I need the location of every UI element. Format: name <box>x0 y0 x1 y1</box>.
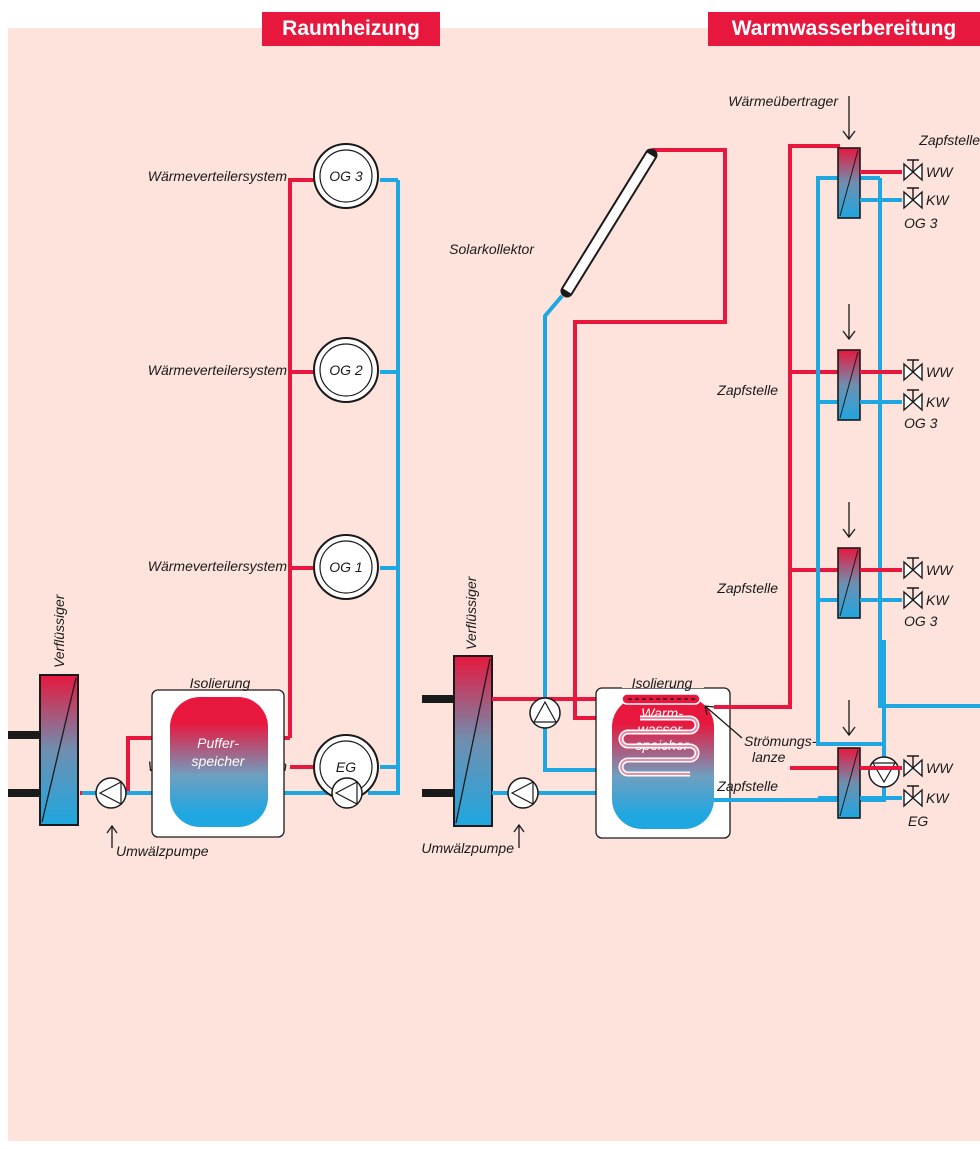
pump-left-return <box>331 777 363 809</box>
hx-og3-top <box>837 147 861 219</box>
header-hot-water: Warmwasserbereitung <box>708 12 980 46</box>
ww-label: WW <box>926 562 954 578</box>
distribution-label: Wärmeverteilersystem <box>148 168 288 184</box>
kw-label: KW <box>926 394 950 410</box>
hx-og3-b <box>837 349 861 421</box>
hx-eg <box>837 747 861 819</box>
kw-label: KW <box>926 192 950 208</box>
floor-label: OG 1 <box>329 559 362 575</box>
ww-label: WW <box>926 760 954 776</box>
condenser-right: Verflüssiger <box>422 575 493 827</box>
buffer-tank: Isolierung Puffer- speicher <box>151 668 285 838</box>
condenser-label: Verflüssiger <box>51 593 67 668</box>
tap-label: Zapfstelle <box>716 778 778 794</box>
distribution-label: Wärmeverteilersystem <box>148 558 288 574</box>
solar-supply-pipe <box>573 148 727 720</box>
hx-og3-c <box>837 547 861 619</box>
pump-label: Umwälzpumpe <box>421 840 514 856</box>
tap-floor-label: OG 3 <box>904 613 938 629</box>
insulation-label: Isolierung <box>190 675 251 691</box>
valve-set-4 <box>903 755 923 808</box>
radiator-og2: OG 2 <box>313 337 379 403</box>
supply-riser <box>288 178 316 738</box>
valve-set-3 <box>903 557 923 610</box>
tap-floor-label: OG 3 <box>904 215 938 231</box>
radiator-og1: OG 1 <box>313 534 379 600</box>
condenser-left: Verflüssiger <box>8 593 79 826</box>
ww-label: WW <box>926 164 954 180</box>
solar-return-pipe <box>543 294 606 772</box>
header-space-heating: Raumheizung <box>262 12 440 46</box>
background-panel <box>8 28 980 1141</box>
solar-collector-label: Solarkollektor <box>449 241 535 257</box>
valve-set-1 <box>903 159 923 210</box>
radiator-og3: OG 3 <box>313 143 379 209</box>
heat-exchanger-label: Wärmeübertrager <box>728 93 839 109</box>
tank-label: wasser- <box>638 721 687 737</box>
pump-solar <box>529 697 561 729</box>
floor-label: OG 2 <box>329 362 363 378</box>
kw-label: KW <box>926 790 950 806</box>
tap-floor-label: OG 3 <box>904 415 938 431</box>
flow-lance-label: Strömungs- <box>744 733 817 749</box>
tap-floor-label: EG <box>908 813 928 829</box>
tap-label: Zapfstelle <box>716 382 778 398</box>
flow-lance-label: lanze <box>752 749 786 765</box>
hot-water-section: Solarkollektor Verflüssiger Umwälzpumpe <box>421 93 980 856</box>
pump-left-condenser <box>95 777 127 809</box>
flow-lance <box>621 693 701 705</box>
space-heating-section: OG 3 OG 2 OG 1 EG Wärmeverteilersystem W… <box>8 143 400 859</box>
pump-right-condenser <box>507 777 539 809</box>
hot-riser <box>714 144 840 709</box>
pump-label: Umwälzpumpe <box>116 843 209 859</box>
condenser-label: Verflüssiger <box>463 575 479 650</box>
floor-label: EG <box>336 759 356 775</box>
ww-label: WW <box>926 364 954 380</box>
insulation-label: Isolierung <box>632 675 693 691</box>
tap-label: Zapfstelle <box>716 580 778 596</box>
return-riser <box>368 180 400 795</box>
distribution-label: Wärmeverteilersystem <box>148 362 288 378</box>
floor-label: OG 3 <box>329 168 363 184</box>
kw-label: KW <box>926 592 950 608</box>
tank-label: speicher <box>192 753 246 769</box>
dhw-tank: Isolierung Warm- wasser- speicher <box>595 668 731 839</box>
tank-label: Puffer- <box>197 735 239 751</box>
valve-set-2 <box>903 359 923 412</box>
radiator-eg: EG <box>313 734 379 800</box>
solar-collector <box>560 148 658 298</box>
pump-circulation <box>868 756 900 788</box>
tap-label: Zapfstelle <box>918 132 980 148</box>
